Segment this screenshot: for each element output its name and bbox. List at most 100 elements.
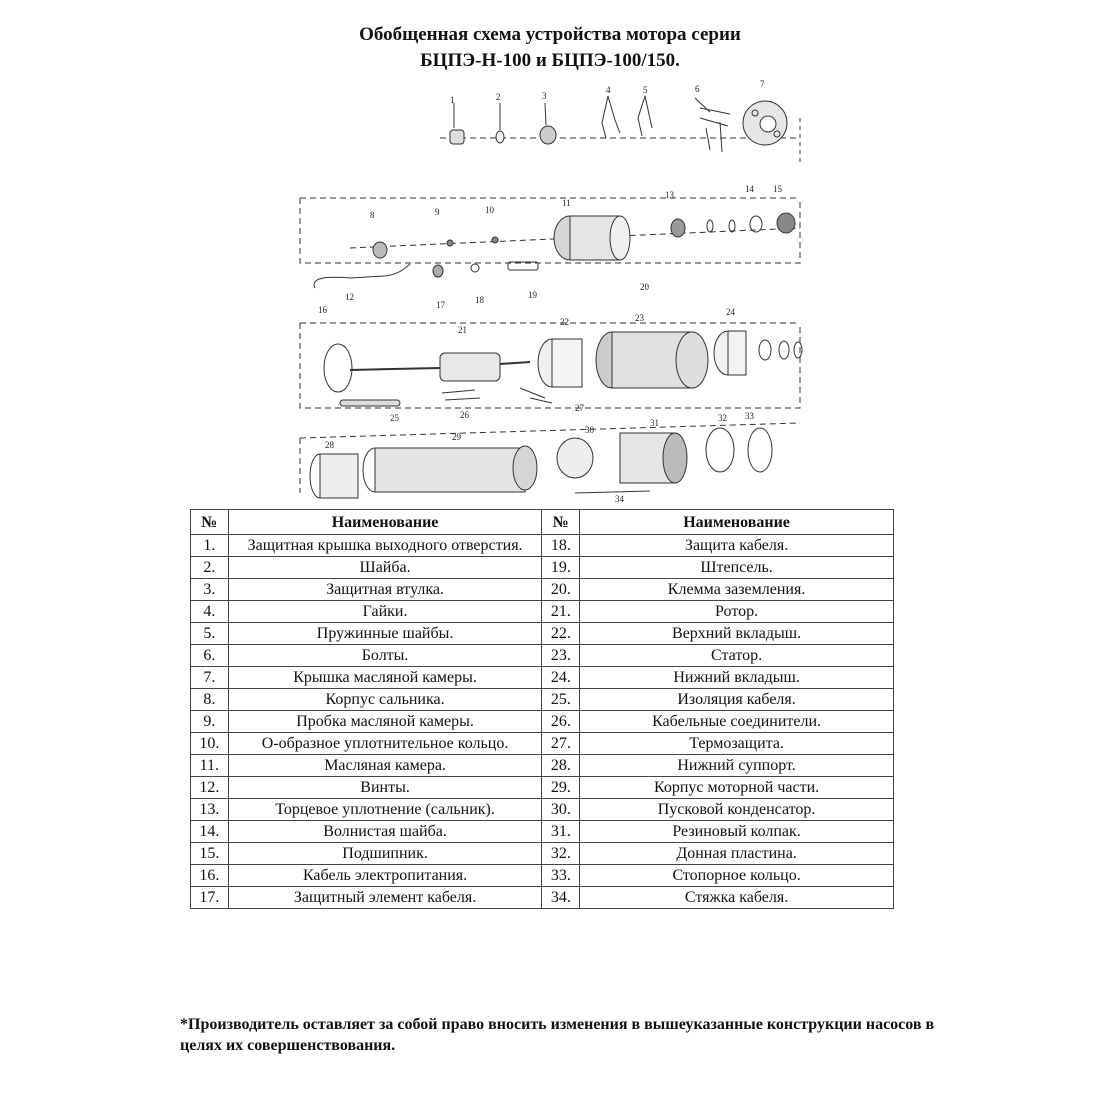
- cell-name-right: Нижний суппорт.: [579, 754, 894, 777]
- exploded-diagram: 1 2 3 4 5 6 7 8 9 10 11 12 13 14 15 16 1…: [299, 79, 803, 504]
- label-12: 12: [345, 292, 354, 302]
- table-row: 3.Защитная втулка.20.Клемма заземления.: [190, 578, 894, 601]
- cell-name-right: Кабельные соединители.: [579, 710, 894, 733]
- cell-num-right: 32.: [541, 842, 581, 865]
- cell-name-right: Защита кабеля.: [579, 534, 894, 557]
- cell-num-left: 14.: [190, 820, 229, 843]
- label-6: 6: [695, 84, 700, 94]
- label-3: 3: [542, 91, 547, 101]
- cell-num-left: 10.: [190, 732, 229, 755]
- table-row: 15.Подшипник.32.Донная пластина.: [190, 842, 894, 865]
- cell-num-right: 20.: [541, 578, 581, 601]
- cell-name-left: Защитная крышка выходного отверстия.: [227, 534, 543, 557]
- cell-name-right: Пусковой конденсатор.: [579, 798, 894, 821]
- footnote: *Производитель оставляет за собой право …: [180, 1016, 935, 1054]
- cell-name-right: Ротор.: [579, 600, 894, 623]
- label-2: 2: [496, 92, 501, 102]
- cell-name-right: Стопорное кольцо.: [579, 864, 894, 887]
- page-subtitle: БЦПЭ-Н-100 и БЦПЭ-100/150.: [420, 50, 680, 71]
- cell-name-right: Резиновый колпак.: [579, 820, 894, 843]
- cell-num-left: 16.: [190, 864, 229, 887]
- cell-num-right: 22.: [541, 622, 581, 645]
- cell-num-right: 25.: [541, 688, 581, 711]
- label-7: 7: [760, 79, 765, 89]
- cell-num-right: 31.: [541, 820, 581, 843]
- label-34: 34: [615, 494, 625, 504]
- label-23: 23: [635, 313, 645, 323]
- label-31: 31: [650, 418, 659, 428]
- label-21: 21: [458, 325, 467, 335]
- label-30: 30: [585, 425, 595, 435]
- cell-num-left: 12.: [190, 776, 229, 799]
- label-15: 15: [773, 184, 783, 194]
- label-32: 32: [718, 413, 727, 423]
- cell-num-right: 23.: [541, 644, 581, 667]
- label-11: 11: [562, 198, 571, 208]
- cell-name-right: Штепсель.: [579, 556, 894, 579]
- table-row: 9.Пробка масляной камеры.26.Кабельные со…: [190, 710, 894, 733]
- label-10: 10: [485, 205, 495, 215]
- label-18: 18: [475, 295, 485, 305]
- table-row: 14.Волнистая шайба.31.Резиновый колпак.: [190, 820, 894, 843]
- label-28: 28: [325, 440, 335, 450]
- table-row: 1.Защитная крышка выходного отверстия.18…: [190, 534, 894, 557]
- cell-num-left: 13.: [190, 798, 229, 821]
- label-17: 17: [436, 300, 446, 310]
- label-19: 19: [528, 290, 538, 300]
- table-row: 5.Пружинные шайбы.22.Верхний вкладыш.: [190, 622, 894, 645]
- cell-num-right: 34.: [541, 886, 581, 909]
- cell-name-left: Волнистая шайба.: [227, 820, 543, 843]
- cell-num-right: 26.: [541, 710, 581, 733]
- table-row: 13.Торцевое уплотнение (сальник).30.Пуск…: [190, 798, 894, 821]
- table-row: 10.О-образное уплотнительное кольцо.27.Т…: [190, 732, 894, 755]
- cell-num-right: 24.: [541, 666, 581, 689]
- cell-num-right: 21.: [541, 600, 581, 623]
- page-title: Обобщенная схема устройства мотора серии: [359, 24, 741, 45]
- cell-name-right: Термозащита.: [579, 732, 894, 755]
- label-25: 25: [390, 413, 400, 423]
- cell-num-left: 17.: [190, 886, 229, 909]
- cell-name-left: Защитная втулка.: [227, 578, 543, 601]
- cell-name-left: Масляная камера.: [227, 754, 543, 777]
- table-row: 7.Крышка масляной камеры.24.Нижний вклад…: [190, 666, 894, 689]
- cell-num-left: 5.: [190, 622, 229, 645]
- cell-num-left: 1.: [190, 534, 229, 557]
- table-row: 12.Винты.29.Корпус моторной части.: [190, 776, 894, 799]
- cell-num-left: 3.: [190, 578, 229, 601]
- cell-num-left: 15.: [190, 842, 229, 865]
- header-num-1: №: [190, 509, 229, 535]
- cell-num-left: 11.: [190, 754, 229, 777]
- cell-num-left: 8.: [190, 688, 229, 711]
- cell-num-right: 18.: [541, 534, 581, 557]
- cell-name-left: Болты.: [227, 644, 543, 667]
- cell-name-right: Статор.: [579, 644, 894, 667]
- label-16: 16: [318, 305, 328, 315]
- cell-name-left: Гайки.: [227, 600, 543, 623]
- cell-name-left: Кабель электропитания.: [227, 864, 543, 887]
- cell-name-left: О-образное уплотнительное кольцо.: [227, 732, 543, 755]
- cell-num-right: 28.: [541, 754, 581, 777]
- table-row: 4.Гайки.21.Ротор.: [190, 600, 894, 623]
- cell-name-right: Верхний вкладыш.: [579, 622, 894, 645]
- cell-name-right: Нижний вкладыш.: [579, 666, 894, 689]
- label-9: 9: [435, 207, 440, 217]
- cell-name-right: Стяжка кабеля.: [579, 886, 894, 909]
- cell-num-left: 6.: [190, 644, 229, 667]
- label-24: 24: [726, 307, 736, 317]
- table-row: 16.Кабель электропитания.33.Стопорное ко…: [190, 864, 894, 887]
- cell-name-right: Донная пластина.: [579, 842, 894, 865]
- label-27: 27: [575, 403, 585, 413]
- label-33: 33: [745, 411, 755, 421]
- cell-name-left: Крышка масляной камеры.: [227, 666, 543, 689]
- cell-name-right: Клемма заземления.: [579, 578, 894, 601]
- cell-num-right: 19.: [541, 556, 581, 579]
- table-header-row: № Наименование № Наименование: [190, 509, 894, 535]
- cell-name-left: Торцевое уплотнение (сальник).: [227, 798, 543, 821]
- cell-num-left: 7.: [190, 666, 229, 689]
- label-29: 29: [452, 432, 462, 442]
- label-5: 5: [643, 85, 648, 95]
- header-name-1: Наименование: [227, 509, 543, 535]
- cell-num-right: 29.: [541, 776, 581, 799]
- cell-num-right: 30.: [541, 798, 581, 821]
- label-1: 1: [450, 95, 455, 105]
